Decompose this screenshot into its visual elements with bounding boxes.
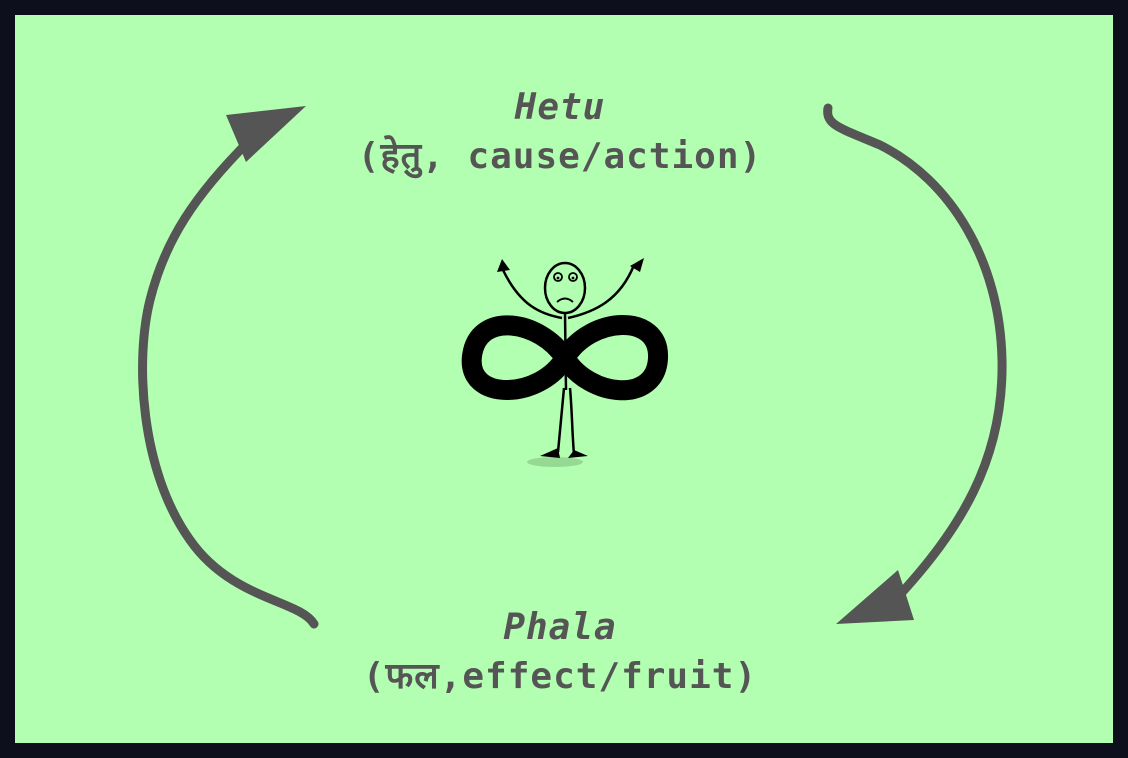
curved-arrow-up-icon <box>138 106 319 629</box>
phala-label: Phala (फल,effect/fruit) <box>260 604 860 702</box>
phala-subtitle: (फल,effect/fruit) <box>362 656 758 697</box>
hetu-title: Hetu <box>514 87 606 128</box>
phala-title: Phala <box>503 607 617 648</box>
infinity-stick-figure-icon <box>461 258 668 467</box>
hetu-subtitle: (हेतु, cause/action) <box>357 136 763 177</box>
hetu-label: Hetu (हेतु, cause/action) <box>260 84 860 182</box>
curved-arrow-down-icon <box>823 103 1007 624</box>
diagram-canvas <box>15 15 1113 743</box>
